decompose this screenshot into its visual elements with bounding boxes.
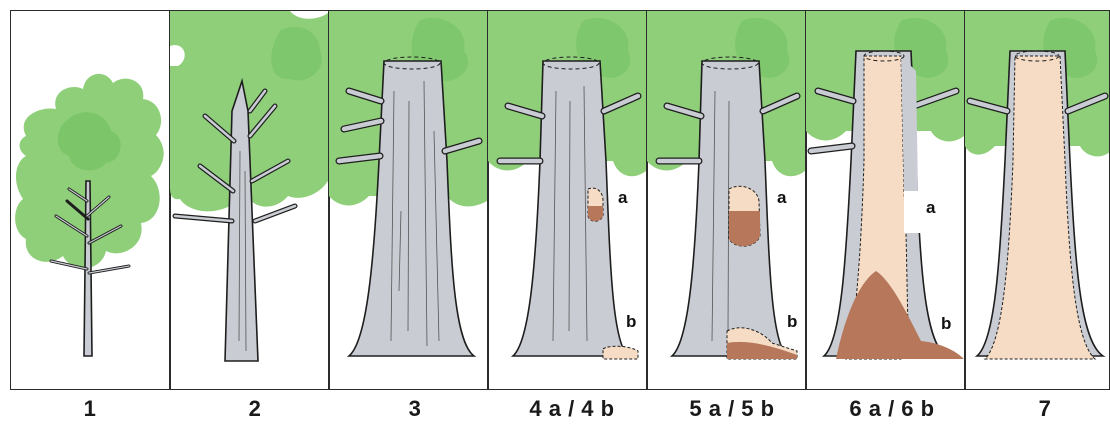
caption-7: 7: [975, 396, 1110, 422]
panel-1: [11, 11, 169, 389]
panel-7: [965, 11, 1110, 389]
panel-5: a b: [647, 11, 805, 389]
point-label-a: a: [926, 198, 936, 217]
hollow-tree-7-illustration: [965, 11, 1110, 389]
caption-3: 3: [345, 396, 485, 422]
caption-6: 6 a / 6 b: [822, 396, 962, 422]
young-tree-illustration: [11, 11, 169, 389]
caption-1: 1: [20, 396, 160, 422]
damaged-tree-4-illustration: a b: [488, 11, 646, 389]
hollow-tree-6-illustration: a b: [806, 11, 964, 389]
caption-4: 4 a / 4 b: [502, 396, 642, 422]
panel-4: a b: [488, 11, 646, 389]
point-label-b: b: [941, 314, 951, 333]
point-label-a: a: [618, 188, 628, 207]
caption-2: 2: [185, 396, 325, 422]
panel-2: [170, 11, 328, 389]
mature-tree-illustration: [329, 11, 487, 389]
panel-3: [329, 11, 487, 389]
point-label-a: a: [777, 188, 787, 207]
damaged-tree-5-illustration: a b: [647, 11, 805, 389]
stages-strip: a b a b: [10, 10, 1110, 390]
point-label-b: b: [626, 312, 636, 331]
panel-6: a b: [806, 11, 964, 389]
caption-5: 5 a / 5 b: [662, 396, 802, 422]
sapling-tree-illustration: [170, 11, 328, 389]
point-label-b: b: [787, 312, 797, 331]
